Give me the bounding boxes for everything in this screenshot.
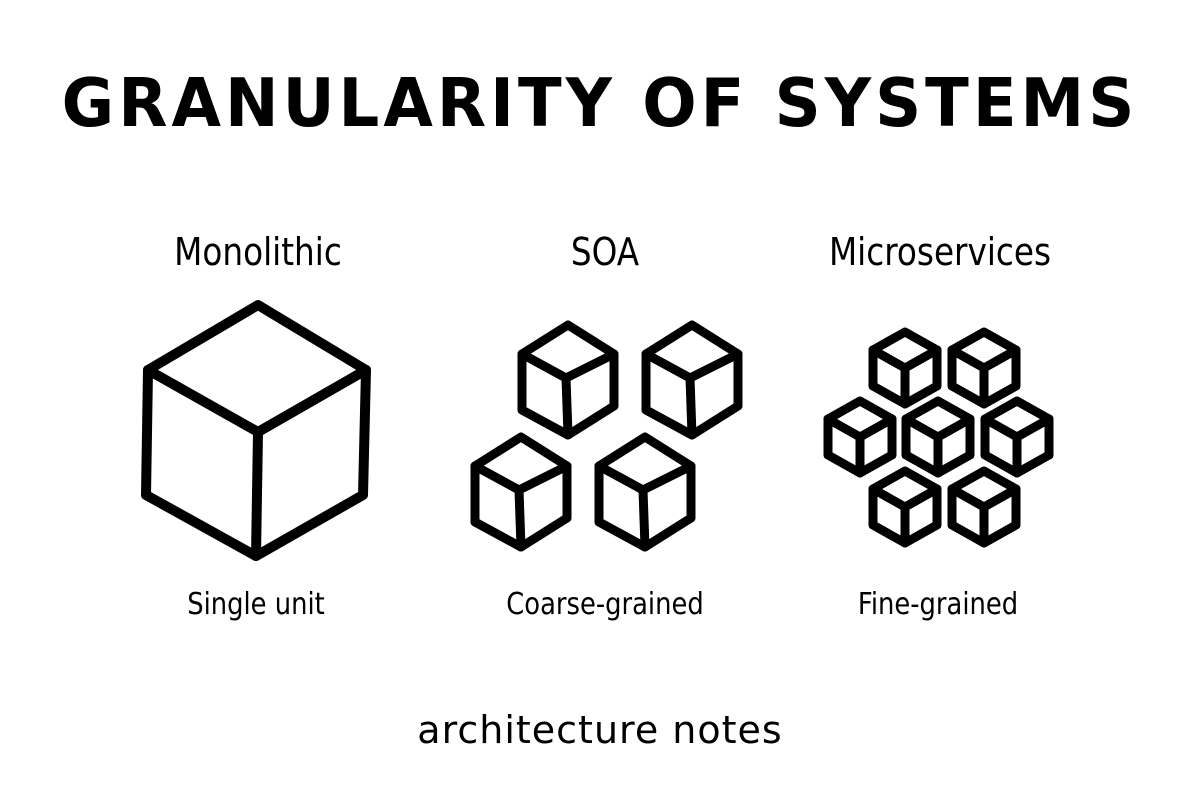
soa-caption: Coarse-grained bbox=[506, 587, 704, 622]
microservice-cube-icon bbox=[868, 327, 942, 409]
microservice-cube-icon bbox=[947, 466, 1021, 548]
microservice-cube-icon bbox=[823, 396, 897, 478]
microservice-cube-icon bbox=[901, 396, 975, 478]
monolithic-caption: Single unit bbox=[187, 587, 325, 622]
microservices-caption: Fine-grained bbox=[857, 587, 1019, 622]
soa-cube-icon bbox=[641, 320, 743, 440]
soa-cube-icon bbox=[470, 432, 572, 552]
soa-cube-icon bbox=[594, 432, 696, 552]
microservice-cube-icon bbox=[980, 396, 1054, 478]
diagram-title: GRANULARITY OF SYSTEMS bbox=[61, 65, 1139, 143]
soa-cube-icon bbox=[517, 320, 619, 440]
footer-brand: architecture notes bbox=[417, 708, 783, 752]
microservices-label: Microservices bbox=[828, 230, 1052, 274]
soa-label: SOA bbox=[570, 230, 640, 274]
monolithic-label: Monolithic bbox=[174, 230, 342, 274]
microservice-cube-icon bbox=[947, 327, 1021, 409]
monolithic-cube-icon bbox=[141, 300, 371, 561]
microservice-cube-icon bbox=[868, 466, 942, 548]
